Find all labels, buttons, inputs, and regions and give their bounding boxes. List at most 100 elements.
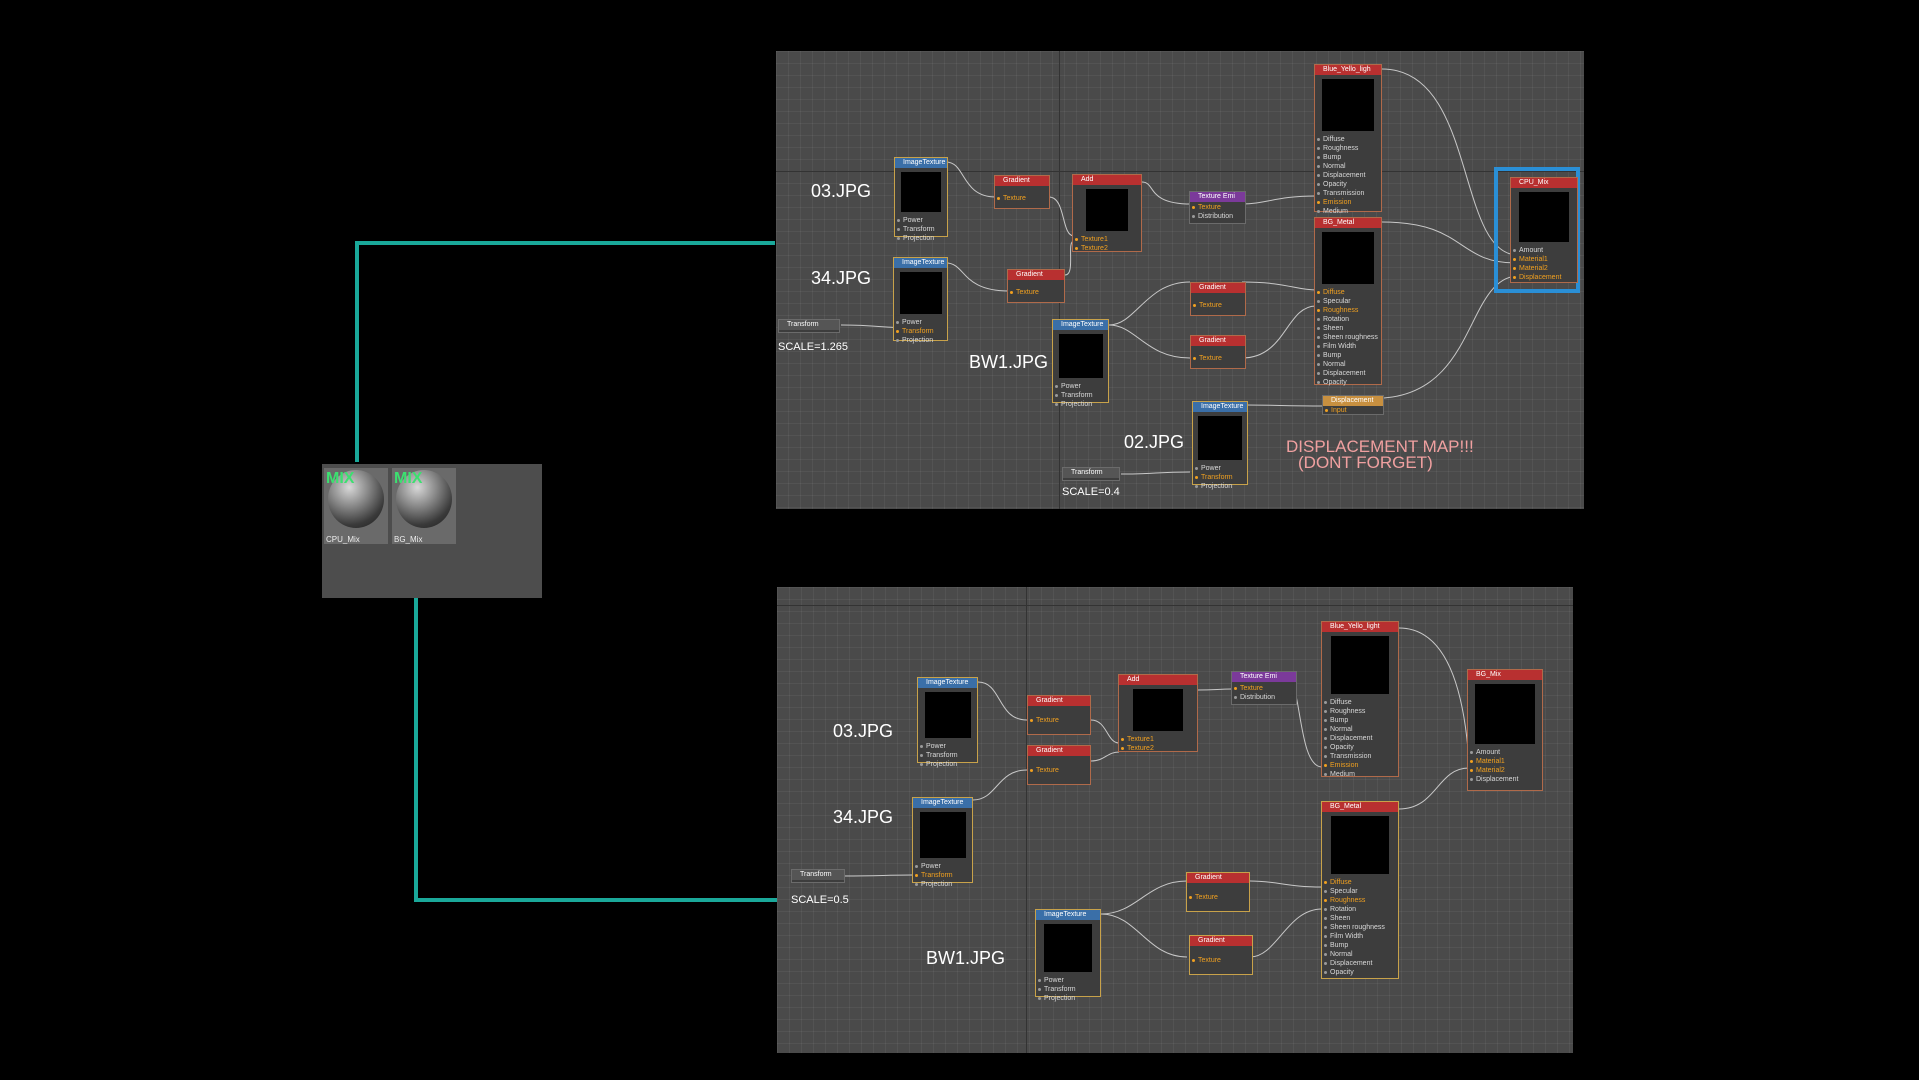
pin-material2[interactable]: Material2: [1513, 264, 1577, 273]
pin-specular[interactable]: Specular: [1324, 887, 1398, 896]
add-node[interactable]: Add Texture1 Texture2: [1118, 674, 1198, 752]
pin-displacement[interactable]: Displacement: [1324, 734, 1398, 743]
pin-transform[interactable]: Transform: [1055, 391, 1108, 400]
pin-texture[interactable]: Texture: [1189, 893, 1249, 902]
pin-bump[interactable]: Bump: [1324, 941, 1398, 950]
mix-material-node[interactable]: BG_Mix Amount Material1 Material2 Displa…: [1467, 669, 1543, 791]
pin-texture[interactable]: Texture: [1010, 288, 1064, 297]
pin-material1[interactable]: Material1: [1470, 757, 1542, 766]
pin-diffuse[interactable]: Diffuse: [1324, 698, 1398, 707]
displacement-node[interactable]: Displacement Input: [1322, 395, 1384, 415]
pin-rotation[interactable]: Rotation: [1324, 905, 1398, 914]
node-graph-top[interactable]: 03.JPG 34.JPG BW1.JPG 02.JPG SCALE=1.265…: [776, 51, 1584, 509]
image-texture-node[interactable]: ImageTexture Power Transform Projection: [1052, 319, 1109, 408]
pin-power[interactable]: Power: [1038, 976, 1100, 985]
pin-power[interactable]: Power: [920, 742, 977, 751]
pin-input[interactable]: Input: [1325, 406, 1383, 415]
pin-transform[interactable]: Transform: [1038, 985, 1100, 994]
pin-projection[interactable]: Projection: [1055, 400, 1108, 409]
pin-texture[interactable]: Texture: [1192, 956, 1252, 965]
pin-roughness[interactable]: Roughness: [1317, 144, 1381, 153]
pin-emission[interactable]: Emission: [1324, 761, 1398, 770]
pin-sheen[interactable]: Sheen: [1324, 914, 1398, 923]
pin-roughness[interactable]: Roughness: [1324, 896, 1398, 905]
pin-projection[interactable]: Projection: [896, 336, 947, 345]
pin-power[interactable]: Power: [1195, 464, 1247, 473]
gradient-node[interactable]: Gradient Texture: [1190, 282, 1246, 316]
pin-film-width[interactable]: Film Width: [1324, 932, 1398, 941]
image-texture-node[interactable]: ImageTexture Power Transform Projection: [894, 157, 948, 242]
pin-displacement[interactable]: Displacement: [1470, 775, 1542, 784]
image-texture-node[interactable]: ImageTexture Power Transform Projection: [1192, 401, 1248, 490]
pin-film-width[interactable]: Film Width: [1317, 342, 1381, 351]
pin-specular[interactable]: Specular: [1317, 297, 1381, 306]
texture-emission-node[interactable]: Texture Emi Texture Distribution: [1189, 191, 1246, 224]
pin-projection[interactable]: Projection: [915, 880, 972, 889]
pin-transmission[interactable]: Transmission: [1317, 189, 1381, 198]
pin-diffuse[interactable]: Diffuse: [1324, 878, 1398, 887]
pin-texture[interactable]: Texture: [1193, 301, 1245, 310]
material-node-blue-yello-light[interactable]: Blue_Yello_ligh Diffuse Roughness Bump N…: [1314, 64, 1382, 215]
transform-node[interactable]: Transform: [778, 319, 840, 333]
image-texture-node[interactable]: ImageTexture Power Transform Projection: [893, 257, 948, 344]
pin-power[interactable]: Power: [897, 216, 947, 225]
pin-medium[interactable]: Medium: [1324, 770, 1398, 779]
pin-diffuse[interactable]: Diffuse: [1317, 288, 1381, 297]
pin-medium[interactable]: Medium: [1317, 207, 1381, 216]
pin-projection[interactable]: Projection: [1195, 482, 1247, 491]
texture-emission-node[interactable]: Texture Emi Texture Distribution: [1231, 671, 1297, 705]
pin-displacement[interactable]: Displacement: [1513, 273, 1577, 282]
pin-amount[interactable]: Amount: [1513, 246, 1577, 255]
image-texture-node[interactable]: ImageTexture Power Transform Projection: [917, 677, 978, 768]
pin-power[interactable]: Power: [1055, 382, 1108, 391]
image-texture-node[interactable]: ImageTexture Power Transform Projection: [1035, 909, 1101, 1002]
node-graph-bottom[interactable]: 03.JPG 34.JPG BW1.JPG SCALE=0.5 ImageTex…: [777, 587, 1573, 1053]
pin-bump[interactable]: Bump: [1317, 351, 1381, 360]
pin-normal[interactable]: Normal: [1324, 725, 1398, 734]
pin-distribution[interactable]: Distribution: [1192, 212, 1245, 221]
pin-sheen-roughness[interactable]: Sheen roughness: [1317, 333, 1381, 342]
material-thumb-bg-mix[interactable]: MIX BG_Mix: [392, 468, 456, 544]
pin-material1[interactable]: Material1: [1513, 255, 1577, 264]
pin-opacity[interactable]: Opacity: [1317, 180, 1381, 189]
pin-displacement[interactable]: Displacement: [1324, 959, 1398, 968]
pin-normal[interactable]: Normal: [1317, 360, 1381, 369]
pin-normal[interactable]: Normal: [1324, 950, 1398, 959]
pin-material2[interactable]: Material2: [1470, 766, 1542, 775]
pin-texture2[interactable]: Texture2: [1075, 244, 1141, 253]
pin-displacement[interactable]: Displacement: [1317, 171, 1381, 180]
pin-amount[interactable]: Amount: [1470, 748, 1542, 757]
pin-texture2[interactable]: Texture2: [1121, 744, 1197, 753]
pin-opacity[interactable]: Opacity: [1324, 743, 1398, 752]
transform-node[interactable]: Transform: [1062, 467, 1120, 481]
pin-rotation[interactable]: Rotation: [1317, 315, 1381, 324]
pin-diffuse[interactable]: Diffuse: [1317, 135, 1381, 144]
material-node-bg-metal[interactable]: BG_Metal Diffuse Specular Roughness Rota…: [1321, 801, 1399, 979]
pin-roughness[interactable]: Roughness: [1324, 707, 1398, 716]
pin-roughness[interactable]: Roughness: [1317, 306, 1381, 315]
pin-distribution[interactable]: Distribution: [1234, 693, 1296, 702]
pin-displacement[interactable]: Displacement: [1317, 369, 1381, 378]
pin-transform[interactable]: Transform: [915, 871, 972, 880]
image-texture-node[interactable]: ImageTexture Power Transform Projection: [912, 797, 973, 888]
pin-texture[interactable]: Texture: [1193, 354, 1245, 363]
pin-opacity[interactable]: Opacity: [1317, 378, 1381, 387]
pin-texture1[interactable]: Texture1: [1121, 735, 1197, 744]
pin-texture[interactable]: Texture: [1030, 716, 1090, 725]
pin-normal[interactable]: Normal: [1317, 162, 1381, 171]
transform-node[interactable]: Transform: [791, 869, 845, 883]
gradient-node[interactable]: Gradient Texture: [1186, 872, 1250, 912]
pin-bump[interactable]: Bump: [1317, 153, 1381, 162]
gradient-node[interactable]: Gradient Texture: [1189, 935, 1253, 975]
pin-sheen[interactable]: Sheen: [1317, 324, 1381, 333]
pin-texture1[interactable]: Texture1: [1075, 235, 1141, 244]
pin-bump[interactable]: Bump: [1324, 716, 1398, 725]
pin-projection[interactable]: Projection: [1038, 994, 1100, 1003]
material-thumb-cpu-mix[interactable]: MIX CPU_Mix: [324, 468, 388, 544]
gradient-node[interactable]: Gradient Texture: [1007, 269, 1065, 303]
pin-transmission[interactable]: Transmission: [1324, 752, 1398, 761]
gradient-node[interactable]: Gradient Texture: [1027, 695, 1091, 735]
pin-power[interactable]: Power: [915, 862, 972, 871]
material-node-blue-yello-light[interactable]: Blue_Yello_light Diffuse Roughness Bump …: [1321, 621, 1399, 779]
gradient-node[interactable]: Gradient Texture: [1027, 745, 1091, 785]
